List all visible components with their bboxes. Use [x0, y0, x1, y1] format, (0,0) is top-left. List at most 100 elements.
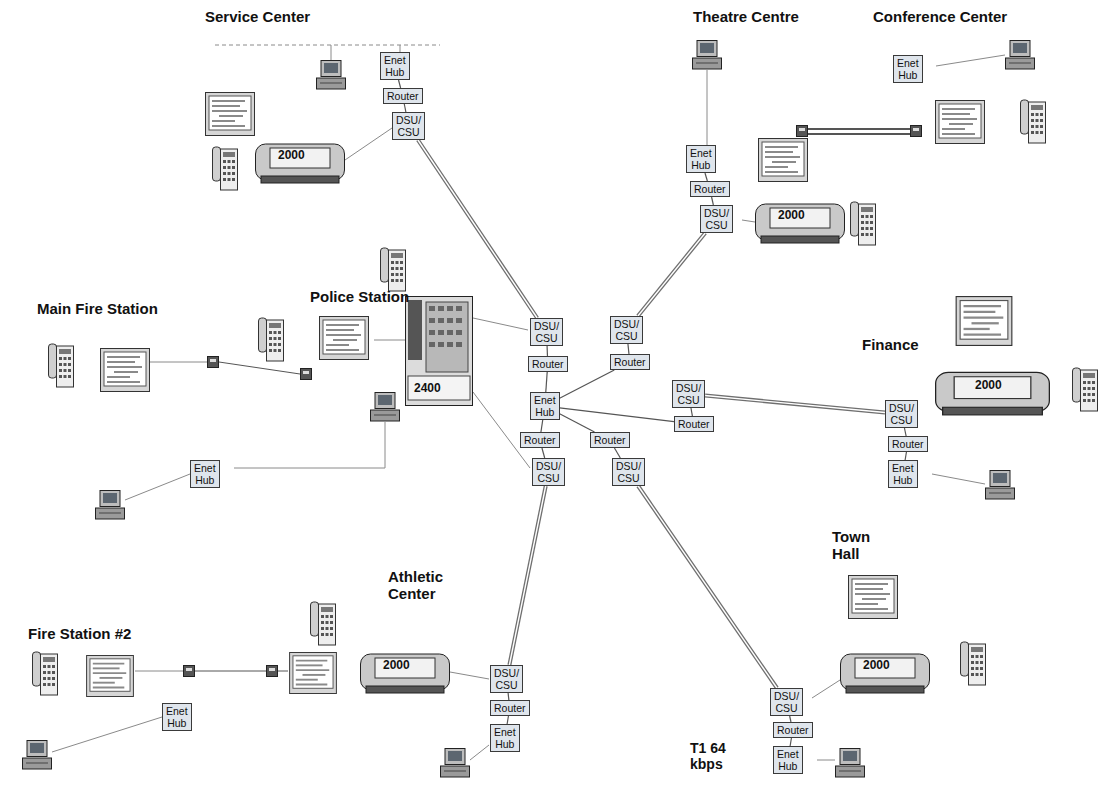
device-link: [712, 197, 714, 205]
device-name: Enet Hub: [194, 462, 216, 486]
lan-wire: [400, 45, 401, 52]
pc-icon: [23, 741, 52, 770]
link-line: [560, 408, 674, 422]
network-device-box: DSU/ CSU: [770, 688, 803, 716]
pbx-icon: [361, 654, 450, 693]
network-device-box: DSU/ CSU: [490, 665, 523, 693]
link-line-inner: [638, 233, 705, 316]
terminal-icon: [206, 93, 255, 136]
lan-wire: [932, 474, 985, 484]
link-line: [905, 452, 906, 460]
phone-icon: [311, 602, 336, 645]
model-number: 2000: [383, 659, 410, 673]
phone-icon: [49, 344, 74, 387]
lan-wires: [52, 45, 1005, 760]
device-name: DSU/ CSU: [676, 382, 701, 406]
device-link: [614, 448, 620, 458]
terminal-icon: [936, 101, 985, 144]
device-name: DSU/ CSU: [614, 318, 639, 342]
modem-icon: [301, 369, 312, 380]
phone-icon: [381, 248, 406, 291]
device-name: Router: [777, 724, 809, 736]
device-link: [399, 80, 401, 88]
pbx-wire: [812, 680, 840, 698]
site-label: Fire Station #2: [28, 625, 131, 642]
terminal-icon: [101, 349, 150, 392]
link-line-inner: [638, 486, 777, 688]
site-label: Service Center: [205, 8, 310, 25]
pbx-icon: [756, 204, 845, 243]
link-line: [790, 738, 791, 746]
modem-icon: [911, 126, 922, 137]
phone-icon: [33, 652, 58, 695]
device-name: Router: [387, 90, 419, 102]
device-link: [546, 372, 547, 392]
device-name: Router: [494, 702, 526, 714]
network-device-box: Enet Hub: [893, 55, 923, 83]
network-device-box: DSU/ CSU: [612, 458, 645, 486]
t1-link: [509, 486, 545, 665]
device-link: [560, 408, 674, 422]
device-name: DSU/ CSU: [534, 320, 559, 344]
network-device-box: Enet Hub: [530, 392, 560, 420]
modem-icon: [184, 666, 195, 677]
network-device-box: Router: [610, 354, 650, 370]
lan-wire: [234, 422, 385, 468]
device-link: [628, 344, 629, 354]
device-name: DSU/ CSU: [616, 460, 641, 484]
device-link: [560, 414, 595, 432]
link-line: [546, 372, 547, 392]
pc-icon: [441, 749, 470, 778]
model-number: 2000: [863, 659, 890, 673]
link-line: [404, 104, 406, 112]
link-line: [509, 486, 545, 665]
network-device-box: Router: [383, 88, 423, 104]
device-link: [507, 716, 508, 724]
network-device-box: DSU/ CSU: [885, 400, 918, 428]
phone-wire: [150, 362, 207, 363]
network-device-box: DSU/ CSU: [672, 380, 705, 408]
device-link: [508, 693, 510, 700]
link-line: [560, 414, 595, 432]
device-link: [905, 452, 906, 460]
network-device-box: DSU/ CSU: [530, 318, 563, 346]
network-device-box: Router: [674, 416, 714, 432]
network-device-box: Enet Hub: [490, 724, 520, 752]
site-label: Town Hall: [832, 528, 880, 563]
link-line: [904, 428, 906, 436]
device-name: Enet Hub: [534, 394, 556, 418]
device-link: [547, 346, 548, 356]
t1-link: [705, 396, 885, 413]
network-device-box: Router: [773, 722, 813, 738]
pc-icon: [986, 471, 1015, 500]
device-link: [904, 428, 906, 436]
network-device-box: Enet Hub: [686, 145, 716, 173]
device-name: DSU/ CSU: [494, 667, 519, 691]
network-device-box: Enet Hub: [773, 746, 803, 774]
device-name: Enet Hub: [777, 748, 799, 772]
device-name: Enet Hub: [690, 147, 712, 171]
network-device-box: Enet Hub: [888, 460, 918, 488]
link-line: [542, 448, 545, 458]
phone-icon: [1073, 368, 1098, 411]
link-wire: [219, 362, 300, 374]
device-link: [541, 420, 543, 432]
device-link: [404, 104, 406, 112]
link-line: [638, 233, 705, 316]
device-name: DSU/ CSU: [536, 460, 561, 484]
link-line-inner: [418, 140, 537, 318]
link-line: [628, 344, 629, 354]
terminal-icon: [759, 139, 808, 182]
network-device-box: Router: [690, 181, 730, 197]
phone-icon: [1021, 100, 1046, 143]
modem-icon: [208, 357, 219, 368]
network-device-box: Router: [590, 432, 630, 448]
device-name: Router: [678, 418, 710, 430]
device-link: [790, 738, 791, 746]
t1-link: [638, 486, 777, 688]
pc-icon: [693, 41, 722, 70]
terminal-icon: [320, 317, 369, 360]
site-label: Theatre Centre: [693, 8, 799, 25]
lan-wire: [52, 717, 162, 752]
